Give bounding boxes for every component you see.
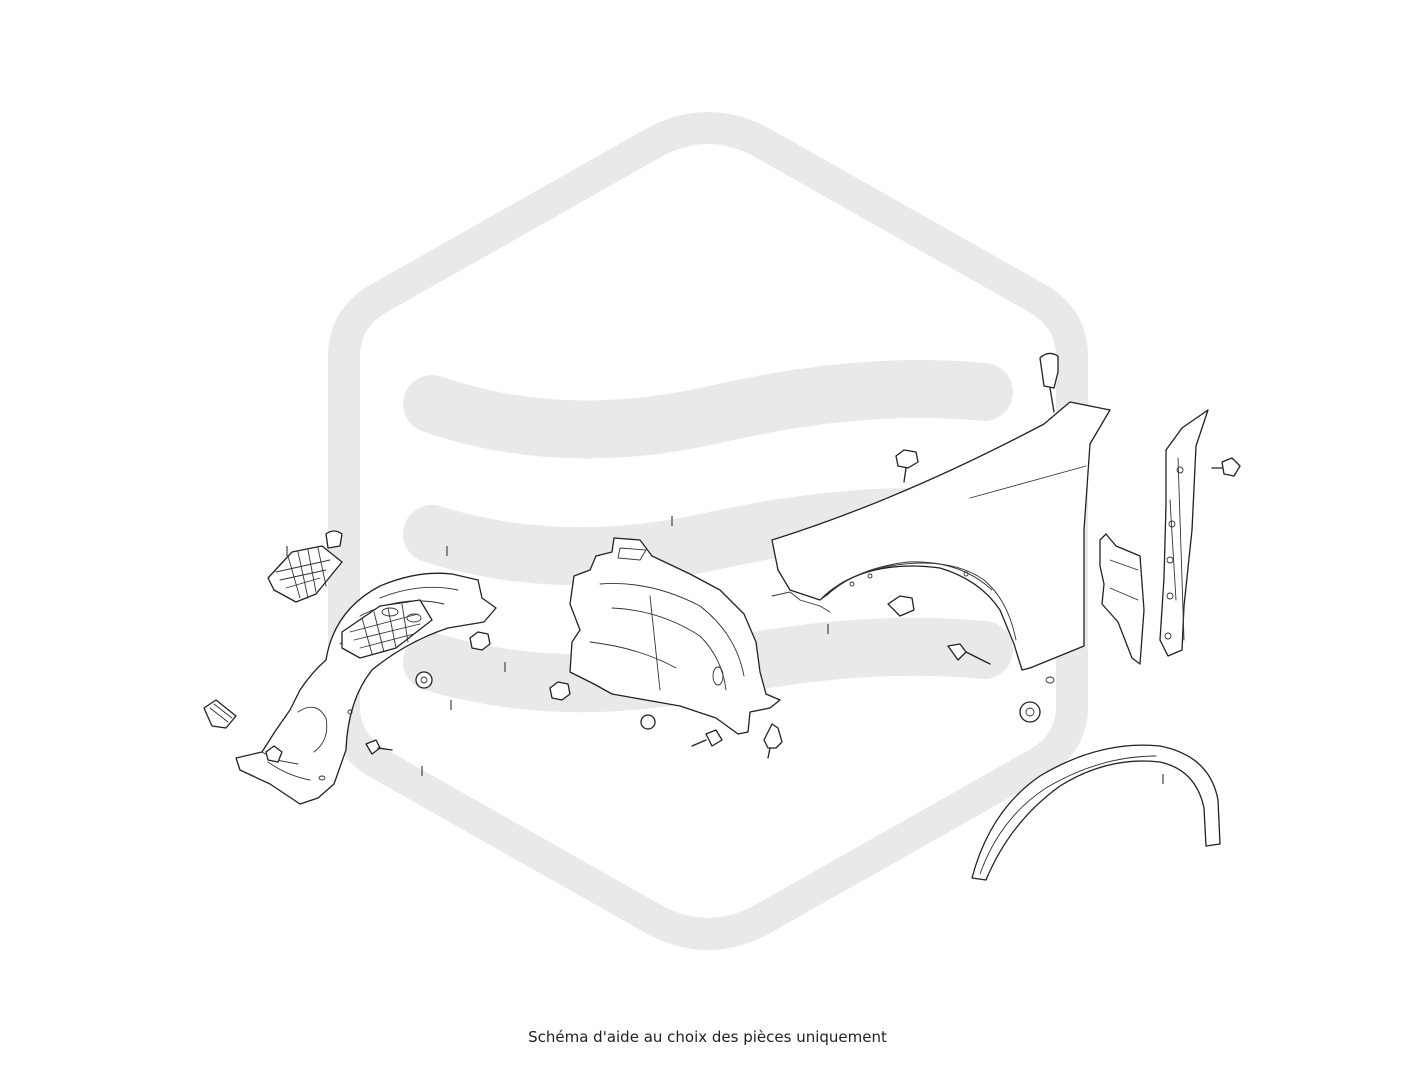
front-fender-panel (771, 352, 1111, 671)
fastener-set-fender (771, 449, 1055, 723)
wheel-arch-liner-front (235, 546, 497, 805)
fastener-set-center (549, 681, 783, 759)
diagram-caption: Schéma d'aide au choix des pièces unique… (528, 1028, 887, 1046)
exploded-parts-diagram (203, 112, 1241, 950)
wheel-arch-molding (971, 744, 1221, 881)
fender-mounting-bracket (1099, 533, 1145, 665)
retaining-clip (203, 699, 237, 729)
fastener-set-left (265, 631, 506, 776)
wheel-arch-liner-rear (569, 516, 781, 735)
brand-watermark-logo (328, 112, 1088, 950)
wheel-arch-cover-panel (267, 530, 343, 603)
fender-side-support (1159, 409, 1241, 657)
